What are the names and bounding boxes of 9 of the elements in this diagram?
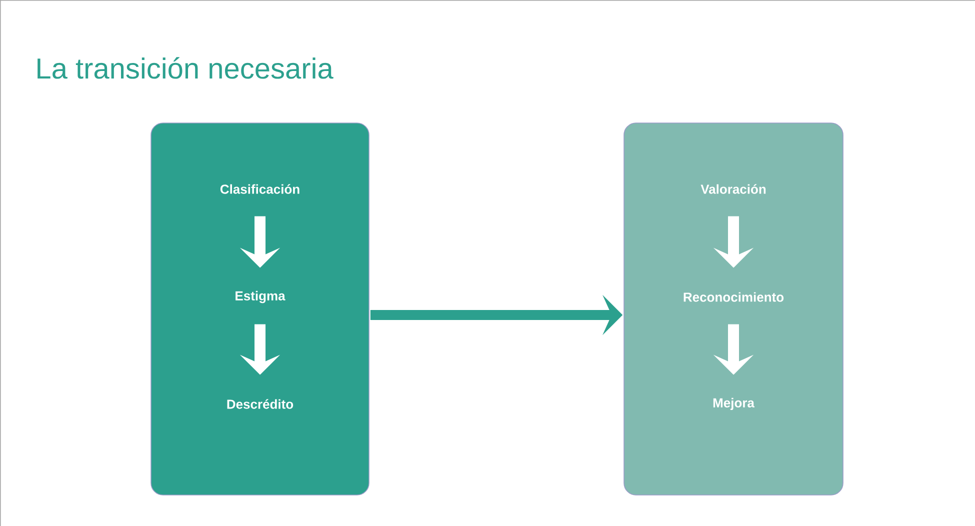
step-label: Valoración (700, 184, 766, 194)
title: La transición necesaria (38, 57, 334, 79)
step-label: Mejora (713, 398, 755, 410)
step-label: Descrédito (227, 399, 294, 409)
step-label: Clasificación (220, 184, 300, 194)
panel (150, 122, 370, 496)
panel (624, 122, 844, 496)
step-label: Estigma (236, 290, 286, 304)
step-label: Reconocimiento (684, 292, 784, 302)
